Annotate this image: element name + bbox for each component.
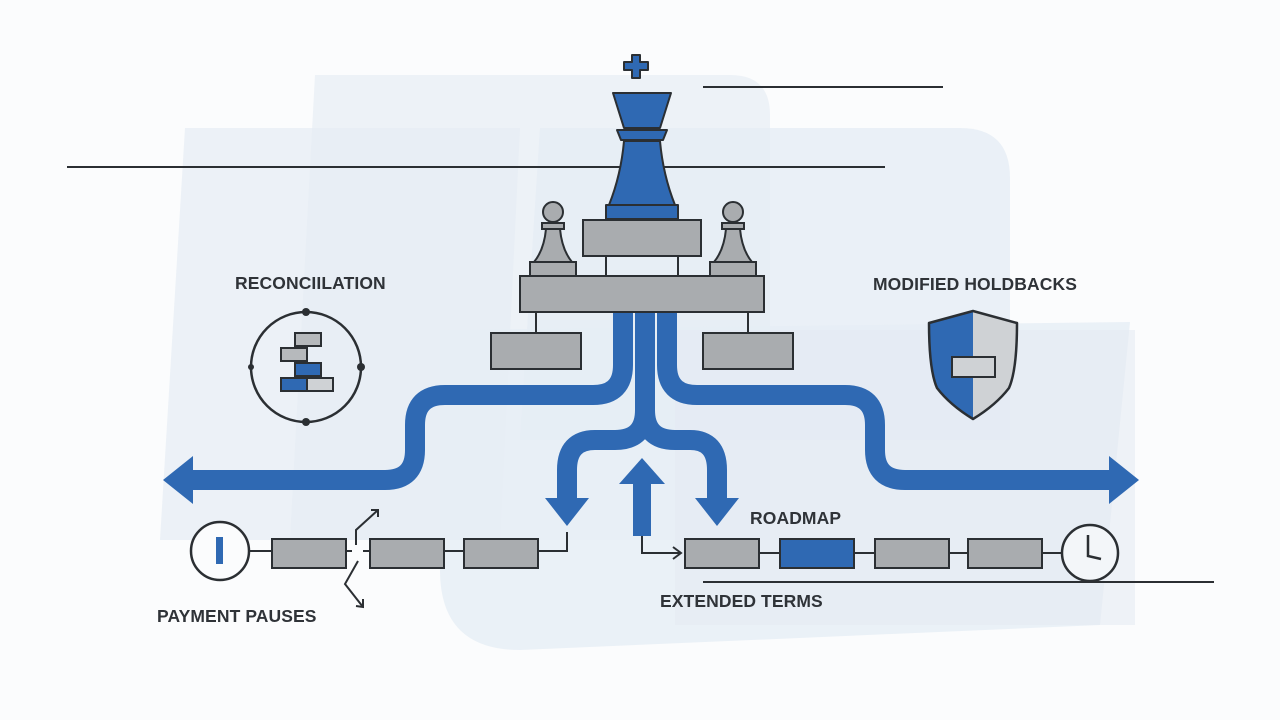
timeline-segment-highlighted xyxy=(779,538,855,569)
clock-icon xyxy=(1060,523,1120,583)
arrowhead-down-right xyxy=(695,498,739,526)
flow-arrows xyxy=(190,310,1112,500)
timeline-segment xyxy=(967,538,1043,569)
stacked-blocks-icon xyxy=(248,308,365,426)
flow-center-right-path xyxy=(635,409,727,500)
tier-3-box-right xyxy=(702,332,794,370)
timeline-segment xyxy=(684,538,760,569)
tier-1-box xyxy=(582,219,702,257)
branch-arrow-down xyxy=(343,560,364,608)
branch-arrow-up xyxy=(355,509,379,545)
shield-icon xyxy=(927,309,1019,421)
payment-pauses-timeline xyxy=(189,509,568,609)
chess-king-icon xyxy=(605,54,679,220)
label-extended-terms: EXTENDED TERMS xyxy=(660,591,823,611)
flow-right-path xyxy=(657,310,1112,490)
arrow-up-center xyxy=(619,458,665,536)
arrowhead-left xyxy=(163,456,193,504)
timeline-segment xyxy=(463,538,539,569)
timeline-segment xyxy=(369,538,445,569)
chess-pawn-icon-left xyxy=(529,201,577,277)
label-roadmap: ROADMAP xyxy=(750,508,842,528)
timeline-segment xyxy=(271,538,347,569)
arrowhead-right xyxy=(1109,456,1139,504)
label-modified-holdbacks: MODIFIED HOLDBACKS xyxy=(873,274,1078,294)
timeline-segment xyxy=(874,538,950,569)
extended-terms-timeline xyxy=(641,523,1120,583)
arrowhead-down-left xyxy=(545,498,589,526)
tier-2-box xyxy=(519,275,765,313)
label-payment-pauses: PAYMENT PAUSES xyxy=(157,606,317,626)
tier-3-box-left xyxy=(490,332,582,370)
label-reconciliation: RECONCIILATION xyxy=(235,273,386,293)
flow-left-path xyxy=(190,310,633,490)
